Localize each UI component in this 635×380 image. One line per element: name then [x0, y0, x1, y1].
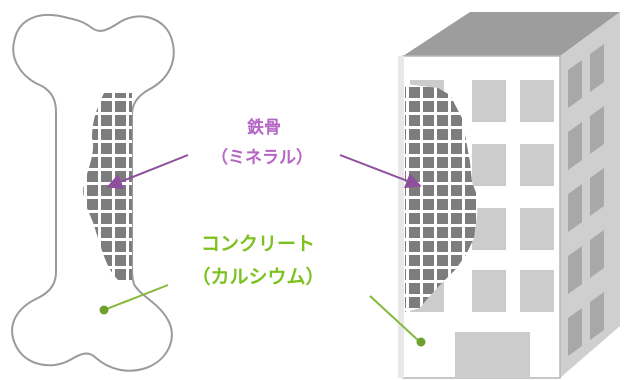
concrete-line-to-building — [369, 295, 421, 343]
steel-arrows — [106, 154, 422, 190]
steel-label-title: 鉄骨 — [247, 117, 281, 138]
steel-label-subtitle: （ミネラル） — [211, 147, 313, 168]
concrete-label-subtitle: （カルシウム） — [191, 265, 324, 288]
building-roof — [403, 12, 620, 56]
concrete-dot-building — [416, 337, 426, 347]
building-illustration — [398, 12, 620, 379]
building-left-edge — [398, 56, 404, 378]
side-windows — [568, 44, 604, 356]
building-entrance — [455, 332, 530, 378]
steel-arrow-to-bone — [106, 154, 189, 190]
concrete-line-to-bone — [103, 284, 169, 311]
concrete-dot-bone — [99, 305, 109, 315]
concrete-label-title: コンクリート — [201, 233, 315, 255]
building-cutaway-grid — [405, 84, 478, 312]
concrete-leaders — [99, 284, 426, 347]
steel-arrow-to-building — [339, 154, 422, 189]
bone-illustration — [11, 14, 175, 372]
